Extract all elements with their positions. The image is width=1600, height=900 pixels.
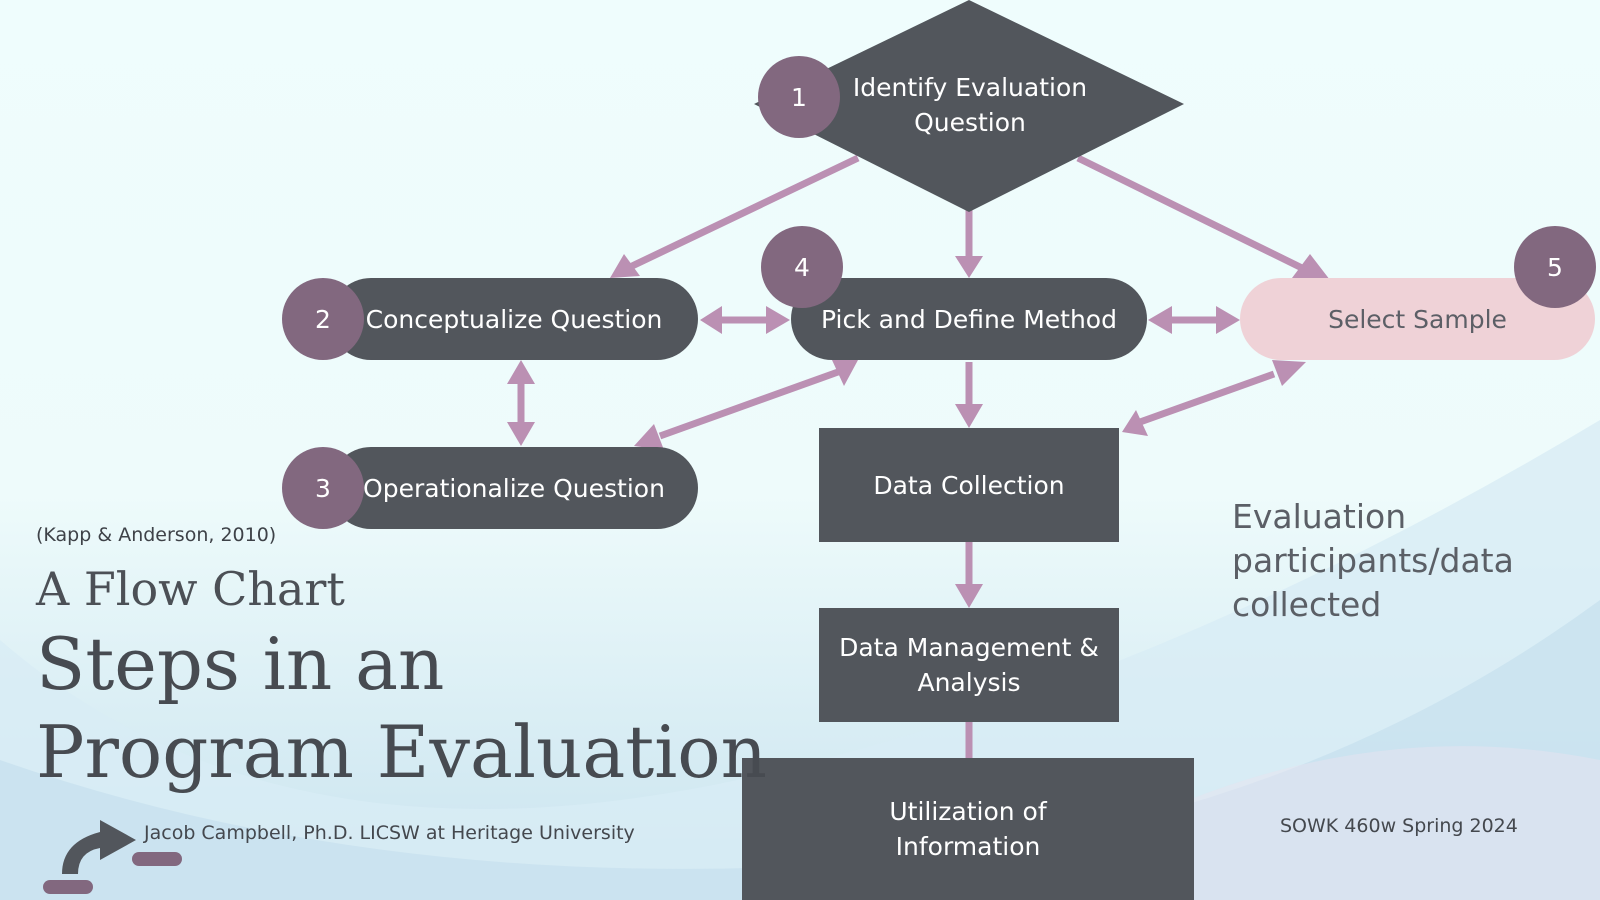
turn-arrow-logo-icon xyxy=(43,820,182,894)
conceptualize-node: Conceptualize Question xyxy=(330,278,698,360)
operationalize-label: Operationalize Question xyxy=(363,473,665,503)
identify-label: Identify Evaluation Question xyxy=(820,70,1120,140)
citation: (Kapp & Anderson, 2010) xyxy=(36,524,277,546)
side-note: Evaluation participants/data collected xyxy=(1232,495,1552,627)
management-label-line2: Analysis xyxy=(917,668,1021,697)
conceptualize-label: Conceptualize Question xyxy=(365,304,663,334)
badge-2: 2 xyxy=(282,278,364,360)
arrow-identify-to-conceptualize xyxy=(626,154,860,272)
title-line1: Steps in an xyxy=(36,622,445,706)
badge-1: 1 xyxy=(758,56,840,138)
utilization-label-line1: Utilization of xyxy=(889,797,1047,826)
author-credit: Jacob Campbell, Ph.D. LICSW at Heritage … xyxy=(144,822,635,844)
slide-title: Steps in an Program Evaluation xyxy=(36,620,767,796)
management-node: Data Management & Analysis xyxy=(819,608,1119,722)
arrow-sample-collection xyxy=(1138,370,1276,426)
title-line2: Program Evaluation xyxy=(36,710,767,794)
badge-3: 3 xyxy=(282,447,364,529)
collection-label: Data Collection xyxy=(873,470,1065,500)
course-label: SOWK 460w Spring 2024 xyxy=(1280,815,1518,837)
method-label: Pick and Define Method xyxy=(821,304,1117,334)
management-label-line1: Data Management & xyxy=(839,633,1099,662)
sample-label: Select Sample xyxy=(1328,304,1507,334)
method-node: Pick and Define Method xyxy=(791,278,1147,360)
note-line1: Evaluation xyxy=(1232,497,1407,536)
collection-node: Data Collection xyxy=(819,428,1119,542)
identify-label-line1: Identify Evaluation xyxy=(852,73,1088,102)
slide-subtitle: A Flow Chart xyxy=(36,562,345,616)
badge-4: 4 xyxy=(761,226,843,308)
utilization-node: Utilization of Information xyxy=(742,758,1194,900)
arrow-operationalize-method xyxy=(658,368,840,440)
badge-5: 5 xyxy=(1514,226,1596,308)
arrow-identify-to-sample xyxy=(1076,154,1304,272)
note-line2: participants/data xyxy=(1232,541,1514,580)
identify-label-line2: Question xyxy=(914,108,1026,137)
utilization-label-line2: Information xyxy=(895,832,1041,861)
note-line3: collected xyxy=(1232,585,1382,624)
operationalize-node: Operationalize Question xyxy=(330,447,698,529)
